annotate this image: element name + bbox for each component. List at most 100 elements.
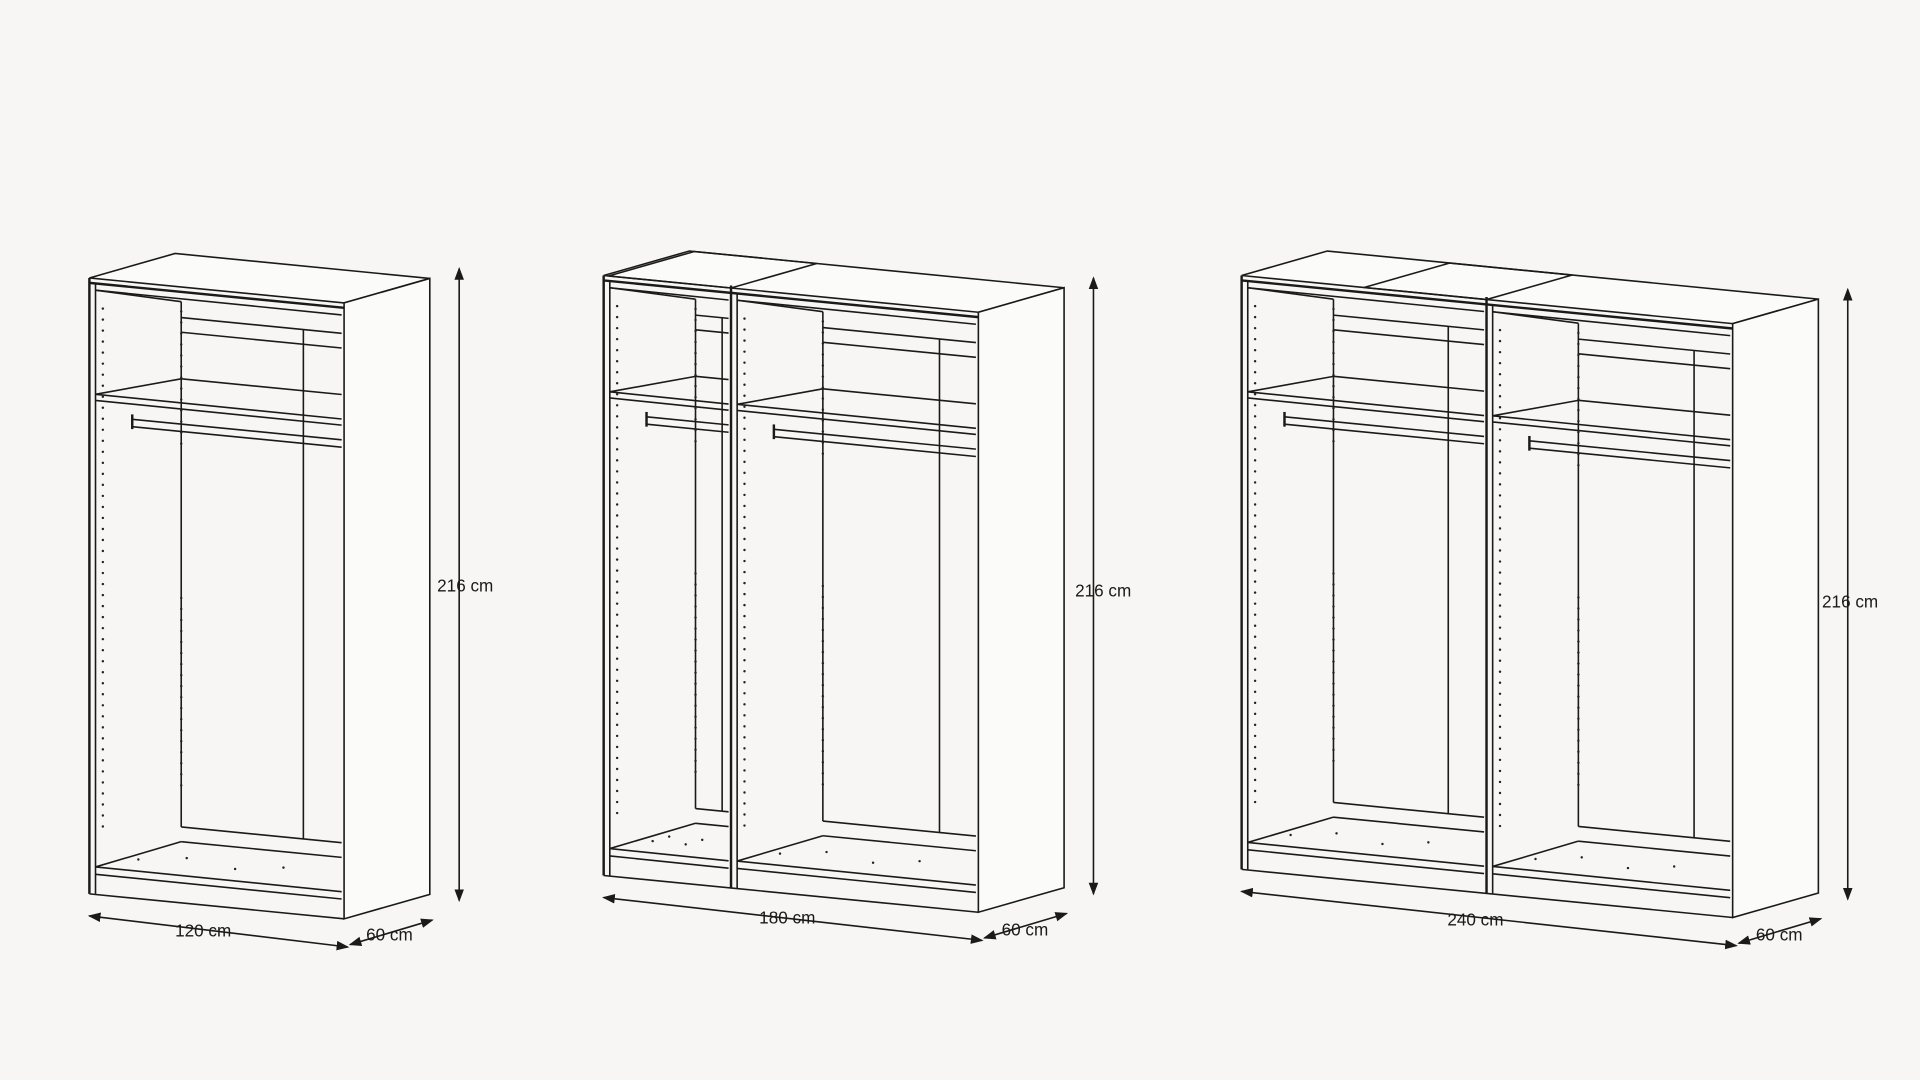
shelf-pin-hole <box>1253 382 1257 385</box>
shelf-pin-hole <box>615 514 619 517</box>
shelf-pin-hole <box>101 803 105 806</box>
shelf-pin-hole <box>180 409 183 412</box>
top-panel-front-edge <box>603 279 979 319</box>
shelf-pin-hole <box>1332 704 1335 707</box>
shelf-pin-hole <box>743 714 746 717</box>
shelf-pin-hole <box>821 342 825 345</box>
shelf-pin-hole <box>1577 717 1580 720</box>
shelf-pin-hole <box>101 571 105 575</box>
shelf-pin-hole <box>694 373 697 377</box>
shelf-pin-hole <box>101 626 105 630</box>
shelf-pin-hole <box>694 759 697 763</box>
shelf-pin-hole <box>1498 758 1502 762</box>
hanging-rod-top <box>1529 440 1731 462</box>
shelf-pin-hole <box>1577 673 1580 676</box>
back-wall-top-edge <box>695 314 729 320</box>
shelf-pin-hole <box>1498 483 1502 486</box>
shelf-pin-hole <box>743 471 746 475</box>
shelf-pin-hole <box>1332 572 1335 575</box>
shelf-pin-hole <box>1332 605 1335 608</box>
shelf-pin-hole <box>1498 582 1502 585</box>
back-wall-bottom-edge <box>181 826 342 844</box>
shelf-pin-hole <box>821 617 825 621</box>
shelf-pin-hole <box>1253 668 1257 672</box>
floor-screw <box>1672 865 1676 868</box>
shelf-front-edge <box>1492 415 1731 441</box>
shelf-pin-hole <box>743 659 746 662</box>
shelf-pin-hole <box>694 417 697 421</box>
floor-screw <box>701 838 704 842</box>
floor-screw <box>1381 842 1384 846</box>
shelf-pin-hole <box>1498 615 1502 618</box>
shelf-pin-hole <box>101 428 105 432</box>
shelf-pin-hole <box>743 559 746 563</box>
shelf-pin-hole <box>743 394 746 397</box>
depth-label-120: 60 cm <box>366 924 413 944</box>
floor-back-edge <box>822 834 976 852</box>
shelf-pin-hole <box>101 660 105 663</box>
shelf-pin-hole <box>694 770 697 774</box>
floor-screw <box>137 858 140 861</box>
shelf-pin-hole <box>101 329 105 332</box>
shelf-pin-hole <box>615 657 619 660</box>
shelf-pin-hole <box>1332 737 1335 741</box>
shelf-pin-hole <box>1498 736 1502 740</box>
floor-back-edge <box>181 840 342 859</box>
shelf-pin-hole <box>1577 706 1580 709</box>
shelf-pin-hole <box>1577 772 1580 776</box>
shelf-pin-hole <box>1498 692 1502 696</box>
shelf-pin-hole <box>694 737 697 741</box>
shelf-pin-hole <box>1332 329 1335 333</box>
height-label-240: 216 cm <box>1822 591 1878 611</box>
shelf-pin-hole <box>1498 703 1502 707</box>
shelf-pin-hole <box>1253 492 1257 495</box>
shelf-pin-hole <box>821 750 825 753</box>
shelf-pin-hole <box>101 814 105 817</box>
shelf-pin-hole <box>743 692 746 695</box>
back-wall-top-edge <box>1333 314 1485 331</box>
shelf-pin-hole <box>1253 426 1257 429</box>
shelf-pin-hole <box>615 646 619 649</box>
shelf-pin-hole <box>1332 583 1335 586</box>
shelf-pin-hole <box>694 704 697 707</box>
shelf-pin-hole <box>1577 750 1580 753</box>
shelf-pin-hole <box>1498 339 1502 343</box>
shelf-pin-hole <box>180 310 183 313</box>
shelf-pin-hole <box>180 387 183 390</box>
bottom-edge <box>89 893 345 920</box>
plinth-top-edge <box>95 873 342 900</box>
depth-dimension-arrow <box>1737 917 1823 945</box>
shelf-pin-hole <box>743 339 746 342</box>
shelf-pin-hole <box>1577 728 1580 731</box>
plinth-top-edge <box>737 867 976 894</box>
shelf-pin-hole <box>615 415 619 418</box>
top-seam <box>608 250 817 289</box>
shelf-pin-hole <box>1332 307 1335 311</box>
floor-front-edge <box>1492 865 1731 892</box>
shelf-pin-hole <box>180 651 183 655</box>
shelf-pin-hole <box>101 307 105 310</box>
shelf-pin-hole <box>101 671 105 674</box>
shelf-pin-hole <box>1332 682 1335 685</box>
shelf-pin-hole <box>615 404 619 407</box>
shelf-pin-hole <box>743 625 746 629</box>
shelf-pin-hole <box>1498 593 1502 596</box>
floor-screw <box>871 861 875 864</box>
shelf-pin-hole <box>743 482 746 486</box>
shelf-pin-hole <box>101 340 105 343</box>
floor-front-edge <box>609 847 729 862</box>
shelf-pin-hole <box>101 582 105 586</box>
shelf-pin-hole <box>101 406 105 409</box>
width-dimension-arrow <box>1240 887 1738 950</box>
top-panel-front-edge <box>89 281 345 310</box>
shelf-pin-hole <box>180 717 183 721</box>
shelf-pin-hole <box>180 729 183 732</box>
shelf-side-edge <box>1492 399 1579 417</box>
shelf-pin-hole <box>821 430 825 433</box>
floor-screw <box>918 859 921 863</box>
back-wall-top-inner-edge <box>695 329 729 334</box>
shelf-pin-hole <box>101 792 105 795</box>
shelf-pin-hole <box>1577 739 1580 742</box>
shelf-pin-hole <box>743 350 746 353</box>
shelf-pin-hole <box>743 570 746 574</box>
